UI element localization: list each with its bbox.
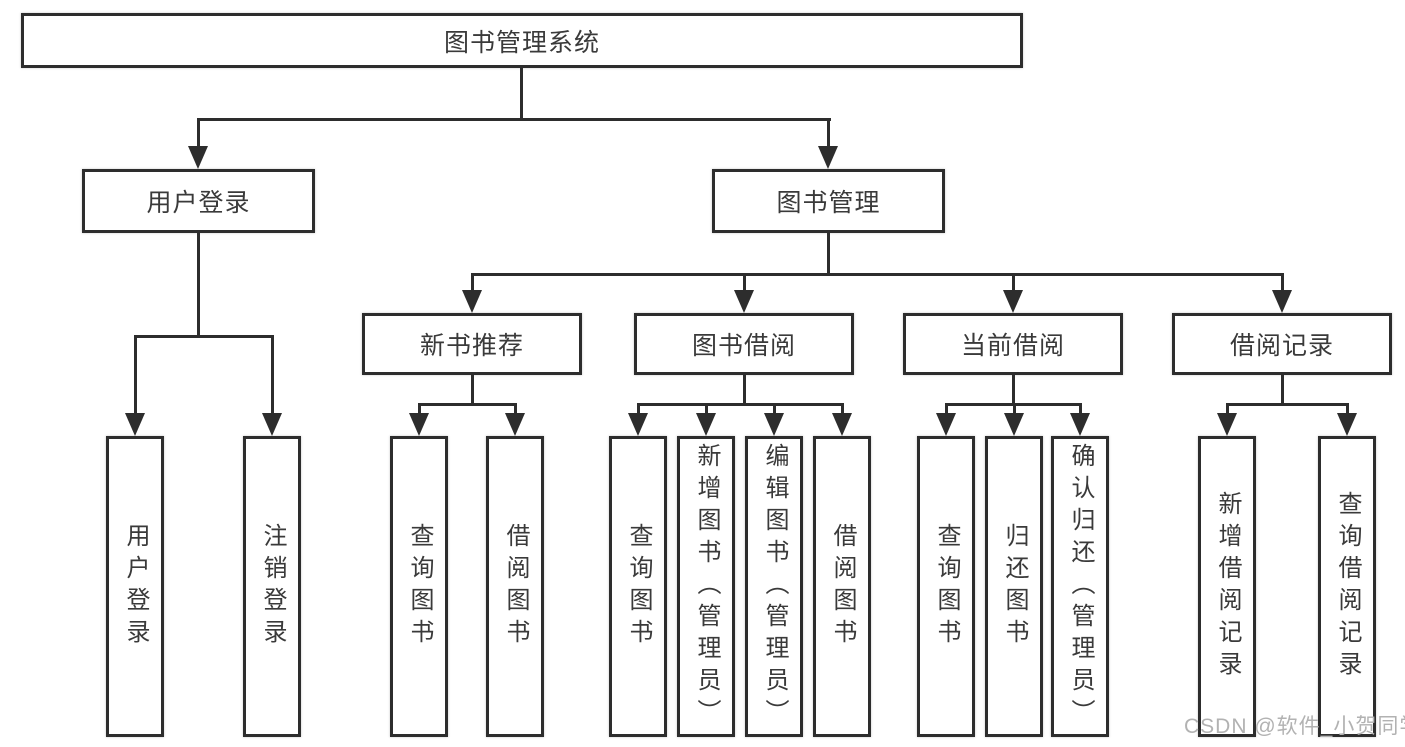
arrowhead-down-icon <box>734 290 754 313</box>
connector-drop-leaf <box>773 403 776 416</box>
connector-user-login-stub <box>197 232 200 336</box>
connector-group-rail <box>418 403 517 406</box>
arrowhead-down-icon <box>818 146 838 169</box>
leaf-add-borrow-record: 新增借阅记录 <box>1198 436 1256 737</box>
connector-drop-leaf <box>1346 403 1349 416</box>
connector-group-rail <box>1226 403 1349 406</box>
connector-drop-borrowing-records <box>1281 273 1284 291</box>
connector-root-rail <box>197 118 831 121</box>
connector-drop-leaf <box>271 335 274 415</box>
arrowhead-down-icon <box>1217 413 1237 436</box>
leaf-query-books: 查询图书 <box>609 436 667 737</box>
arrowhead-down-icon <box>125 413 145 436</box>
connector-drop-book-borrowing <box>743 273 746 291</box>
leaf-add-book-admin: 新增图书（管理员） <box>677 436 735 737</box>
connector-group-rail <box>637 403 844 406</box>
leaf-edit-book-admin: 编辑图书（管理员） <box>745 436 803 737</box>
connector-drop-leaf <box>1013 403 1016 416</box>
node-library-management-system: 图书管理系统 <box>21 13 1023 68</box>
connector-drop-leaf <box>514 403 517 416</box>
connector-group-stub <box>1012 374 1015 406</box>
leaf-confirm-return-admin: 确认归还（管理员） <box>1051 436 1109 737</box>
arrowhead-down-icon <box>462 290 482 313</box>
arrowhead-down-icon <box>628 413 648 436</box>
connector-drop-leaf <box>134 335 137 415</box>
csdn-watermark: CSDN @软件_小贺同学 <box>1184 715 1405 738</box>
connector-root-stub <box>520 67 523 120</box>
connector-book-management-stub <box>827 232 830 276</box>
connector-group-stub <box>1281 374 1284 406</box>
leaf-return-book: 归还图书 <box>985 436 1043 737</box>
connector-drop-book-management <box>827 118 830 152</box>
leaf-borrow-books: 借阅图书 <box>813 436 871 737</box>
connector-drop-leaf <box>705 403 708 416</box>
arrowhead-down-icon <box>1070 413 1090 436</box>
arrowhead-down-icon <box>832 413 852 436</box>
arrowhead-down-icon <box>262 413 282 436</box>
leaf-query-books: 查询图书 <box>390 436 448 737</box>
leaf-borrow-books: 借阅图书 <box>486 436 544 737</box>
connector-drop-current-borrowing <box>1012 273 1015 291</box>
connector-drop-leaf <box>418 403 421 416</box>
arrowhead-down-icon <box>1003 290 1023 313</box>
node-user-login: 用户登录 <box>82 169 315 233</box>
arrowhead-down-icon <box>764 413 784 436</box>
arrowhead-down-icon <box>936 413 956 436</box>
arrowhead-down-icon <box>1004 413 1024 436</box>
connector-drop-new-book-recommendation <box>471 273 474 291</box>
node-current-borrowing: 当前借阅 <box>903 313 1123 375</box>
connector-book-management-rail <box>471 273 1284 276</box>
arrowhead-down-icon <box>188 146 208 169</box>
leaf-query-books: 查询图书 <box>917 436 975 737</box>
arrowhead-down-icon <box>696 413 716 436</box>
node-book-borrowing: 图书借阅 <box>634 313 854 375</box>
node-new-book-recommendation: 新书推荐 <box>362 313 582 375</box>
arrowhead-down-icon <box>505 413 525 436</box>
leaf-logout: 注销登录 <box>243 436 301 737</box>
node-borrowing-records: 借阅记录 <box>1172 313 1392 375</box>
leaf-user-login: 用户登录 <box>106 436 164 737</box>
connector-group-stub <box>471 374 474 406</box>
connector-user-login-rail <box>134 335 274 338</box>
connector-drop-user-login <box>197 118 200 152</box>
connector-drop-leaf <box>1226 403 1229 416</box>
arrowhead-down-icon <box>409 413 429 436</box>
arrowhead-down-icon <box>1337 413 1357 436</box>
connector-drop-leaf <box>841 403 844 416</box>
node-book-management: 图书管理 <box>712 169 945 233</box>
connector-drop-leaf <box>945 403 948 416</box>
connector-drop-leaf <box>637 403 640 416</box>
leaf-query-borrow-record: 查询借阅记录 <box>1318 436 1376 737</box>
connector-drop-leaf <box>1079 403 1082 416</box>
arrowhead-down-icon <box>1272 290 1292 313</box>
connector-group-stub <box>743 374 746 406</box>
